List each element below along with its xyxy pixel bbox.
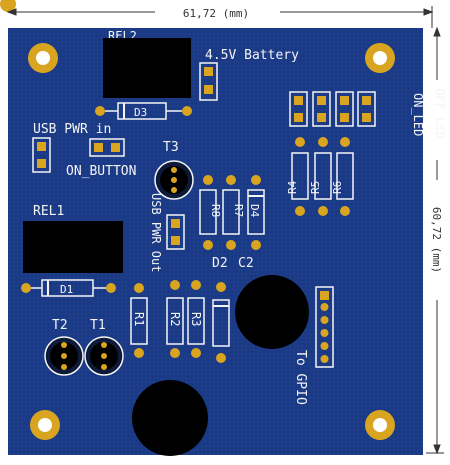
mounting-hole: [365, 43, 395, 73]
battery-connector: [199, 62, 218, 101]
t2-transistor: [44, 336, 84, 376]
r3-label: R3: [189, 312, 203, 326]
mounting-hole: [28, 43, 58, 73]
c2-label: C2: [238, 256, 254, 271]
origin-marker: [0, 0, 16, 12]
usb-pwr-out-label: USB PWR Out: [149, 193, 163, 272]
r7-resistor: [222, 175, 240, 250]
r6-resistor: [336, 137, 354, 216]
usb-pwr-in-connector: [32, 137, 51, 173]
led-connector: [312, 91, 331, 127]
t1-label: T1: [90, 318, 106, 333]
d2-diode: [212, 282, 230, 363]
rel1-relay: [23, 221, 123, 273]
rel2-relay: [103, 38, 191, 98]
r4-resistor: [291, 137, 309, 216]
d4-label: D4: [248, 204, 261, 218]
r7-label: R7: [232, 204, 245, 217]
led-connector: [289, 91, 308, 127]
d3-diode: [95, 102, 192, 120]
r4-label: R4: [286, 180, 299, 194]
on-led-label: ON_LED: [411, 93, 425, 136]
width-dimension-label: 61,72 (mm): [183, 7, 249, 20]
d4-diode: [247, 175, 265, 250]
d1-diode: [21, 279, 116, 297]
d1-label: D1: [60, 283, 73, 296]
buzzer-component: [132, 380, 208, 456]
led-connector: [335, 91, 354, 127]
battery-label: 4.5V Battery: [205, 48, 299, 63]
off-led-label: OFF_LED: [433, 88, 447, 139]
r1-label: R1: [132, 312, 146, 326]
usb-pwr-out-connector: [166, 214, 185, 250]
r8-label: R8: [209, 204, 222, 217]
r8-resistor: [199, 175, 217, 250]
t1-transistor: [84, 336, 124, 376]
height-dimension-label: 60,72 (mm): [430, 207, 443, 273]
r2-resistor: [166, 280, 184, 358]
mounting-hole: [30, 410, 60, 440]
led-connector: [357, 91, 376, 127]
r6-label: R6: [331, 181, 344, 194]
on-button-label: ON_BUTTON: [66, 164, 136, 179]
r2-label: R2: [168, 312, 182, 326]
mounting-hole: [365, 410, 395, 440]
usb-pwr-in-label: USB PWR in: [33, 122, 111, 137]
gpio-header: [315, 286, 334, 368]
r1-resistor: [130, 283, 148, 358]
to-gpio-label: To GPIO: [293, 350, 308, 405]
t2-label: T2: [52, 318, 68, 333]
rel1-label: REL1: [33, 204, 64, 219]
on-button-connector: [89, 138, 125, 157]
d3-label: D3: [134, 106, 147, 119]
d2-label: D2: [212, 256, 228, 271]
r5-label: R5: [309, 181, 322, 194]
t3-transistor: [154, 160, 194, 200]
r5-resistor: [314, 137, 332, 216]
t3-label: T3: [163, 140, 179, 155]
r3-resistor: [187, 280, 205, 358]
c2-capacitor: [235, 275, 309, 349]
